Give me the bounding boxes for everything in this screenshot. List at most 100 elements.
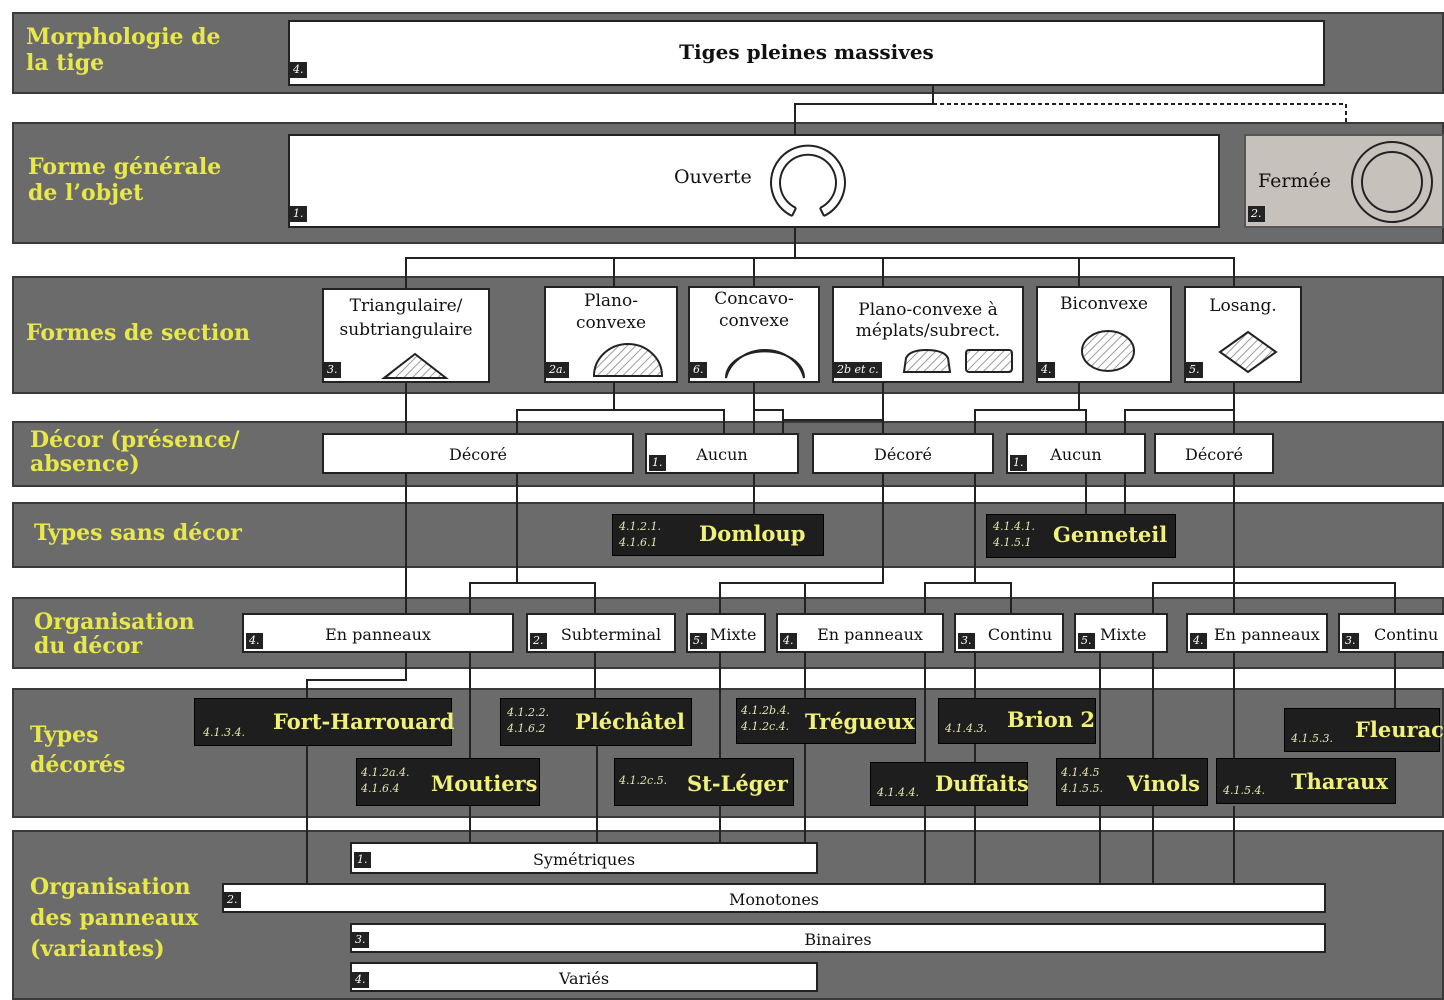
type-decore-tregueux: 4.1.2b.4. 4.1.2c.4. Trégueux [736, 698, 916, 744]
decor-box: Décoré [322, 433, 634, 474]
panneaux-label: Monotones [729, 890, 819, 909]
decor-code: 1. [649, 455, 666, 471]
type-sans-decor-genneteil: 4.1.4.1. 4.1.5.1 Genneteil [986, 514, 1176, 558]
panneaux-code: 4. [352, 972, 369, 988]
type-code: 4.1.2.2. 4.1.6.2 [507, 706, 549, 735]
row-label-types-sans-decor: Types sans décor [34, 520, 242, 546]
type-code: 4.1.4.4. [877, 786, 919, 799]
type-code: 4.1.4.5 4.1.5.5. [1061, 766, 1103, 795]
organisation-label: En panneaux [817, 625, 923, 644]
row-label-organisation-decor: Organisation du décor [34, 609, 195, 659]
section-box-biconvexe: Biconvexe [1036, 286, 1172, 383]
decor-label: Décoré [448, 445, 507, 464]
panneaux-label: Symétriques [532, 850, 636, 869]
type-code: 4.1.5.4. [1223, 784, 1265, 797]
type-decore-plechatel: 4.1.2.2. 4.1.6.2 Pléchâtel [500, 698, 692, 746]
type-name: Moutiers [431, 771, 538, 796]
type-code: 4.1.4.3. [945, 722, 987, 735]
subrect-section-icon [902, 348, 1013, 373]
row-label-forme-generale: Forme générale de l’objet [28, 154, 222, 206]
closed-ring-icon [1351, 141, 1433, 223]
type-name: Trégueux [805, 709, 915, 734]
type-name: Genneteil [1053, 522, 1168, 547]
type-code: 4.1.5.3. [1291, 732, 1333, 745]
section-label: Plano-convexe à méplats/subrect. [855, 300, 1001, 341]
panneaux-code: 1. [354, 852, 371, 868]
type-name: Fort-Harrouard [273, 709, 455, 734]
panneaux-code: 3. [352, 932, 369, 948]
organisation-box: Continu [954, 613, 1064, 653]
type-code: 4.1.2b.4. 4.1.2c.4. [741, 704, 791, 733]
forme-fermee-code: 2. [1248, 206, 1265, 222]
lozenge-section-icon [1218, 330, 1278, 374]
organisation-code: 5. [690, 633, 707, 649]
organisation-label: En panneaux [325, 625, 431, 644]
row-label-formes-section: Formes de section [26, 320, 251, 346]
type-code: 4.1.2a.4. 4.1.6.4 [361, 766, 410, 795]
decor-box: Décoré [1154, 433, 1274, 474]
panneaux-box-binaires: Binaires [350, 923, 1326, 953]
decor-label: Aucun [1050, 445, 1102, 464]
panneaux-box-varies: Variés [350, 962, 818, 992]
type-decore-moutiers: 4.1.2a.4. 4.1.6.4 Moutiers [356, 758, 540, 806]
organisation-box: Subterminal [526, 613, 676, 653]
forme-ouverte-box: Ouverte [288, 134, 1220, 228]
type-decore-fleurac: 4.1.5.3. Fleurac [1284, 708, 1444, 752]
organisation-label: Continu [987, 625, 1053, 644]
organisation-label: Mixte [710, 625, 757, 644]
decor-box: Aucun [645, 433, 799, 474]
panneaux-code: 2. [224, 892, 241, 908]
type-name: St-Léger [687, 771, 788, 796]
organisation-box: En panneaux [1186, 613, 1328, 653]
morphologie-code: 4. [290, 62, 307, 78]
forme-fermee-box: Fermée [1244, 134, 1444, 228]
type-name: Brion 2 [1007, 707, 1095, 732]
type-name: Fleurac [1355, 717, 1444, 742]
type-code: 4.1.3.4. [203, 726, 245, 739]
row-label-types-decores: Types décorés [30, 722, 126, 778]
organisation-label: Mixte [1100, 625, 1147, 644]
section-code: 4. [1038, 362, 1055, 378]
morphologie-label: Tiges pleines massives [679, 40, 934, 64]
organisation-code: 3. [958, 633, 975, 649]
type-name: Vinols [1127, 771, 1200, 796]
section-code: 6. [690, 362, 707, 378]
triangle-section-icon [381, 352, 449, 379]
row-label-organisation-panneaux: Organisation des panneaux (variantes) [30, 874, 199, 962]
section-label: Biconvexe [1060, 294, 1148, 314]
decor-label: Décoré [873, 445, 932, 464]
type-decore-brion-2: 4.1.4.3. Brion 2 [938, 698, 1096, 744]
section-label: Triangulaire/ subtriangulaire [339, 296, 473, 340]
decor-code: 1. [1010, 455, 1027, 471]
row-label-morphologie: Morphologie de la tige [26, 24, 221, 76]
organisation-label: Continu [1374, 625, 1439, 644]
organisation-code: 3. [1342, 633, 1359, 649]
type-name: Tharaux [1291, 769, 1388, 794]
organisation-box: En panneaux [242, 613, 514, 653]
panneaux-box-monotones: Monotones [222, 883, 1326, 913]
type-name: Pléchâtel [575, 709, 685, 734]
section-box-concavo-convexe: Concavo- convexe [688, 286, 820, 383]
type-name: Duffaits [935, 771, 1029, 796]
type-decore-st-leger: 4.1.2c.5. St-Léger [614, 758, 794, 806]
section-label: Concavo- convexe [714, 289, 794, 331]
type-decore-tharaux: 4.1.5.4. Tharaux [1216, 758, 1396, 804]
row-label-decor: Décor (présence/ absence) [30, 427, 240, 477]
forme-ouverte-code: 1. [290, 206, 307, 222]
concavo-convex-section-icon [725, 349, 805, 379]
decor-label: Aucun [696, 445, 748, 464]
section-box-losange: Losang. [1184, 286, 1302, 383]
forme-ouverte-label: Ouverte [674, 166, 752, 188]
biconvex-section-icon [1081, 330, 1135, 372]
forme-fermee-label: Fermée [1258, 170, 1331, 192]
organisation-code: 2. [530, 633, 547, 649]
type-decore-vinols: 4.1.4.5 4.1.5.5. Vinols [1056, 758, 1208, 806]
organisation-code: 4. [780, 633, 797, 649]
decor-box: Décoré [812, 433, 994, 474]
section-code: 2a. [546, 362, 570, 378]
section-code: 2b et c. [834, 362, 882, 378]
open-ring-icon [770, 144, 846, 217]
decor-box: Aucun [1006, 433, 1146, 474]
panneaux-label: Binaires [804, 930, 872, 949]
